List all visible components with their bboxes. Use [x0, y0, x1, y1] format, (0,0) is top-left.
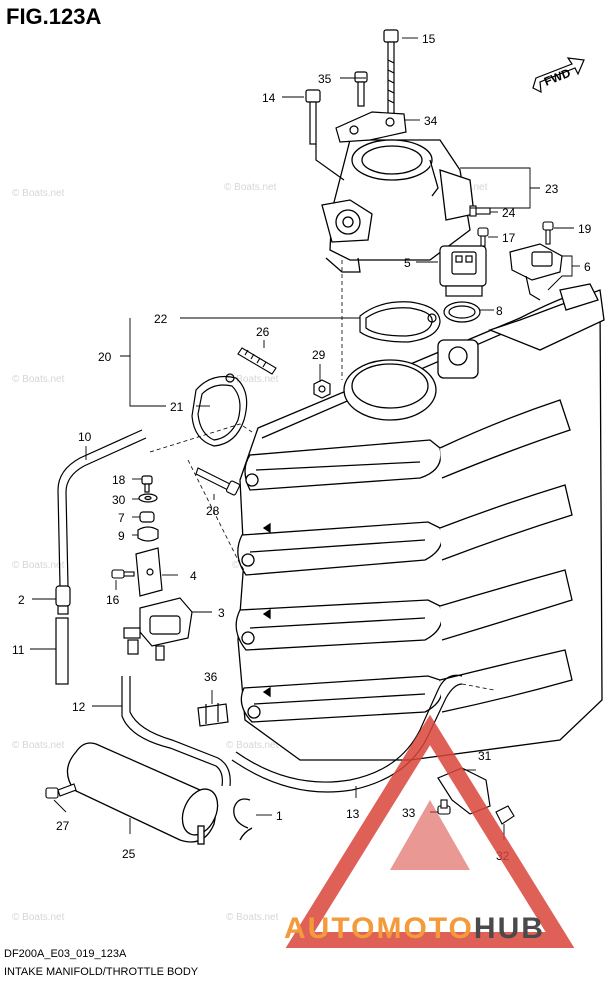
- watermark: © Boats.net: [226, 374, 279, 385]
- callout-31: 31: [478, 749, 492, 763]
- callout-11: 11: [12, 643, 25, 657]
- watermark: © Boats.net: [12, 740, 65, 751]
- callout-25: 25: [122, 847, 136, 861]
- callout-33: 33: [402, 806, 416, 820]
- screw-24: [469, 205, 491, 217]
- watermark: © Boats.net: [226, 740, 279, 751]
- callout-labels: 15 35 14 34 23 24 17 19 5 6 22 8 26 20 2…: [12, 32, 592, 863]
- callout-27: 27: [56, 819, 70, 833]
- fwd-label: FWD: [542, 65, 573, 88]
- watermark: © Boats.net: [12, 188, 65, 199]
- hose-13: [231, 674, 463, 793]
- callout-26: 26: [256, 325, 270, 339]
- gasket-22: [359, 301, 441, 343]
- callout-19: 19: [578, 222, 592, 236]
- callout-17: 17: [502, 231, 516, 245]
- callout-2: 2: [18, 593, 25, 607]
- clamp-1: [233, 798, 253, 841]
- callout-8: 8: [496, 304, 503, 318]
- watermark: © Boats.net: [12, 912, 65, 923]
- hose-10: [57, 429, 147, 587]
- callout-16: 16: [106, 593, 120, 607]
- watermark: © Boats.net: [12, 560, 65, 571]
- hardware-stack: [137, 475, 159, 542]
- warning-triangle-icon: [285, 714, 575, 948]
- callout-13: 13: [346, 807, 360, 821]
- screw-19: [542, 221, 554, 245]
- callout-6: 6: [584, 260, 591, 274]
- callout-23: 23: [545, 182, 559, 196]
- callout-29: 29: [312, 348, 326, 362]
- filter-25: [66, 742, 219, 845]
- fitting-2: [55, 585, 71, 615]
- nut-29: [313, 379, 331, 399]
- callout-22: 22: [154, 312, 168, 326]
- bracket-4: [135, 547, 163, 597]
- intake-manifold: [235, 283, 605, 761]
- callout-1: 1: [276, 809, 283, 823]
- watermark: © Boats.net: [224, 182, 277, 193]
- callout-21: 21: [170, 400, 184, 414]
- callout-24: 24: [502, 206, 516, 220]
- callout-18: 18: [112, 473, 126, 487]
- figure-title: FIG.123A: [6, 4, 102, 29]
- callout-9: 9: [118, 529, 125, 543]
- leader-lines: [30, 37, 580, 840]
- bolt-28: [195, 467, 240, 496]
- callout-36: 36: [204, 670, 218, 684]
- bolt-27: [45, 783, 77, 799]
- gasket-8: [443, 301, 481, 323]
- bracket-34: [335, 111, 407, 143]
- solenoid-valve-3: [123, 597, 193, 661]
- logo-text: AUTOMOTOHUB: [284, 912, 545, 945]
- callout-35: 35: [318, 72, 332, 86]
- callout-15: 15: [422, 32, 436, 46]
- callout-10: 10: [78, 430, 92, 444]
- throttle-body: [321, 139, 475, 273]
- automotohub-logo: AUTOMOTOHUB: [284, 714, 575, 948]
- bolt-35: [354, 71, 368, 107]
- figure-description: INTAKE MANIFOLD/THROTTLE BODY: [4, 966, 199, 978]
- bolt-15: [383, 29, 399, 119]
- screw-17: [477, 227, 489, 247]
- callout-12: 12: [72, 700, 86, 714]
- callout-34: 34: [424, 114, 438, 128]
- figure-code: DF200A_E03_019_123A: [4, 948, 127, 960]
- callout-4: 4: [190, 569, 197, 583]
- callout-7: 7: [118, 511, 125, 525]
- watermark: © Boats.net: [226, 912, 279, 923]
- callout-30: 30: [112, 493, 126, 507]
- watermark: © Boats.net: [12, 374, 65, 385]
- bolt-33: [437, 799, 451, 815]
- idle-air-valve-5: [439, 245, 487, 297]
- hose-12: [121, 676, 231, 787]
- stud-26: [237, 347, 277, 375]
- assembly-lines: [149, 260, 495, 691]
- callout-3: 3: [218, 606, 225, 620]
- callout-28: 28: [206, 504, 220, 518]
- callout-14: 14: [262, 91, 276, 105]
- clip-36: [197, 703, 229, 727]
- forward-arrow-icon: FWD: [532, 57, 585, 94]
- callout-20: 20: [98, 350, 112, 364]
- clip-32: [495, 805, 515, 825]
- callout-5: 5: [404, 256, 411, 270]
- hose-11: [55, 617, 69, 685]
- gasket-21: [191, 373, 248, 447]
- screw-16: [111, 569, 135, 579]
- pressure-sensor-6: [509, 243, 563, 301]
